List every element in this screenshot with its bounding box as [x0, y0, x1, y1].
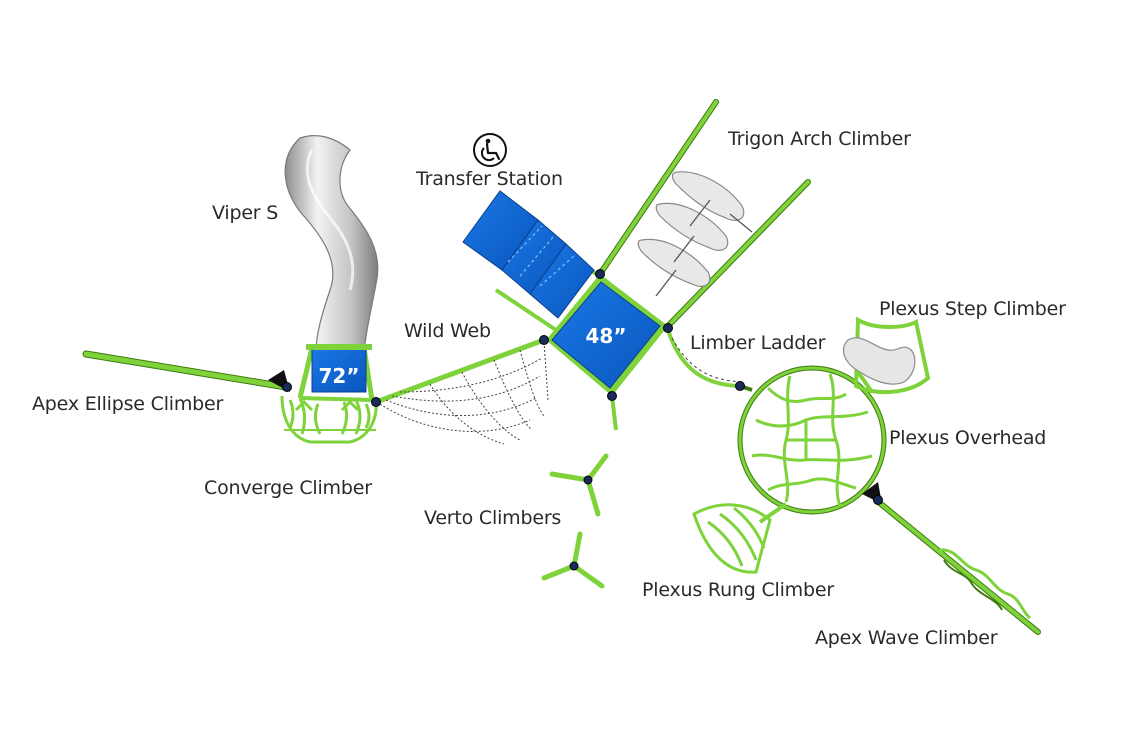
wheelchair-icon [473, 133, 507, 167]
viper-s-slide [284, 135, 379, 353]
label-plexus-step-climber: Plexus Step Climber [879, 298, 1066, 320]
plexus-rung-climber [692, 502, 788, 574]
label-wild-web: Wild Web [404, 320, 491, 342]
label-plexus-rung-climber: Plexus Rung Climber [642, 579, 834, 601]
label-transfer-station: Transfer Station [416, 168, 563, 190]
label-apex-ellipse-climber: Apex Ellipse Climber [32, 393, 224, 415]
trigon-arch-climber [597, 99, 811, 329]
label-trigon-arch-climber: Trigon Arch Climber [728, 128, 911, 150]
verto-climbers [541, 453, 609, 589]
label-viper-s: Viper S [212, 202, 279, 224]
converge-climber [280, 395, 378, 444]
plexus-overhead [737, 365, 887, 515]
label-plexus-overhead: Plexus Overhead [889, 427, 1047, 449]
apex-wave-climber [862, 482, 1041, 635]
post-caps [282, 269, 883, 571]
tower-72: 72” [297, 344, 375, 402]
label-limber-ladder: Limber Ladder [690, 332, 826, 354]
label-apex-wave-climber: Apex Wave Climber [815, 627, 998, 649]
wild-web-net [375, 337, 549, 445]
tower-48: 48” [546, 274, 668, 431]
label-verto-climbers: Verto Climbers [424, 507, 562, 529]
label-converge-climber: Converge Climber [204, 477, 372, 499]
limber-ladder [666, 329, 743, 388]
transfer-station [462, 190, 601, 336]
apex-ellipse-climber [82, 350, 290, 392]
plexus-step-climber [842, 316, 931, 395]
deck-height-48: 48” [586, 324, 627, 348]
deck-height-72: 72” [319, 364, 360, 388]
